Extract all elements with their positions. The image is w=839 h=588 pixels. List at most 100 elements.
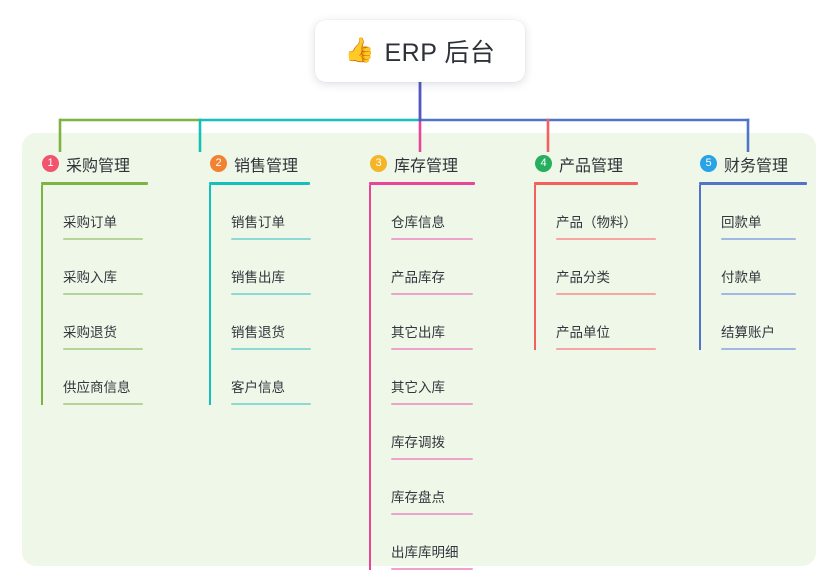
branch-badge-1: 1 <box>42 155 59 172</box>
leaf-item-rule <box>231 348 311 350</box>
leaf-item-rule <box>391 403 473 405</box>
root-node[interactable]: 👍 ERP 后台 <box>315 20 525 82</box>
leaf-item-rule <box>556 293 656 295</box>
branch-title-1: 采购管理 <box>66 157 131 175</box>
branch-spine-1 <box>41 185 43 405</box>
leaf-item-rule <box>63 293 143 295</box>
leaf-item-label: 出库库明细 <box>391 545 459 560</box>
leaf-item-rule <box>63 238 143 240</box>
leaf-item-label: 销售退货 <box>231 325 285 340</box>
branch-header-1[interactable]: 1 采购管理 <box>22 145 190 182</box>
branch-badge-3: 3 <box>370 155 387 172</box>
leaf-item[interactable]: 采购退货 <box>41 295 190 350</box>
branch-column-5: 5 财务管理回款单付款单结算账户 <box>680 145 816 350</box>
leaf-item[interactable]: 结算账户 <box>699 295 816 350</box>
leaf-item[interactable]: 产品分类 <box>534 240 680 295</box>
branch-spine-2 <box>209 185 211 405</box>
leaf-item[interactable]: 销售出库 <box>209 240 350 295</box>
leaf-item[interactable]: 其它入库 <box>369 350 515 405</box>
leaf-item[interactable]: 出库库明细 <box>369 515 515 570</box>
leaf-item-label: 产品分类 <box>556 270 610 285</box>
branch-body-1: 采购订单采购入库采购退货供应商信息 <box>41 185 190 405</box>
leaf-item-label: 供应商信息 <box>63 380 131 395</box>
leaf-item-rule <box>63 403 143 405</box>
leaf-item-rule <box>231 403 311 405</box>
leaf-item-rule <box>391 293 473 295</box>
leaf-item-label: 付款单 <box>721 270 762 285</box>
branch-header-2[interactable]: 2 销售管理 <box>190 145 350 182</box>
leaf-item[interactable]: 产品库存 <box>369 240 515 295</box>
branch-title-2: 销售管理 <box>234 157 299 175</box>
branch-column-2: 2 销售管理销售订单销售出库销售退货客户信息 <box>190 145 350 405</box>
leaf-item[interactable]: 销售退货 <box>209 295 350 350</box>
leaf-item-label: 销售出库 <box>231 270 285 285</box>
branch-header-rule-5 <box>699 182 807 185</box>
leaf-item[interactable]: 客户信息 <box>209 350 350 405</box>
branch-badge-5: 5 <box>700 155 717 172</box>
branch-spine-4 <box>534 185 536 350</box>
branch-badge-4: 4 <box>535 155 552 172</box>
leaf-item[interactable]: 产品单位 <box>534 295 680 350</box>
leaf-item-label: 产品库存 <box>391 270 445 285</box>
leaf-item-label: 客户信息 <box>231 380 285 395</box>
leaf-item-rule <box>556 348 656 350</box>
branch-spine-5 <box>699 185 701 350</box>
leaf-item-label: 产品（物料） <box>556 215 637 230</box>
leaf-item-label: 回款单 <box>721 215 762 230</box>
leaf-item[interactable]: 付款单 <box>699 240 816 295</box>
leaf-item-rule <box>391 568 473 570</box>
leaf-item-label: 库存盘点 <box>391 490 445 505</box>
branch-header-rule-2 <box>209 182 310 185</box>
leaf-item-label: 采购入库 <box>63 270 117 285</box>
leaf-item-label: 采购订单 <box>63 215 117 230</box>
leaf-item[interactable]: 采购订单 <box>41 185 190 240</box>
branch-body-5: 回款单付款单结算账户 <box>699 185 816 350</box>
leaf-item-label: 库存调拨 <box>391 435 445 450</box>
leaf-item-label: 结算账户 <box>721 325 775 340</box>
branch-header-rule-4 <box>534 182 638 185</box>
leaf-item-label: 采购退货 <box>63 325 117 340</box>
leaf-item-rule <box>231 238 311 240</box>
leaf-item[interactable]: 供应商信息 <box>41 350 190 405</box>
branch-body-4: 产品（物料） 产品分类产品单位 <box>534 185 680 350</box>
thumbs-up-icon: 👍 <box>344 37 375 64</box>
branch-column-4: 4 产品管理产品（物料） 产品分类产品单位 <box>515 145 680 350</box>
leaf-item-label: 其它出库 <box>391 325 445 340</box>
branch-body-3: 仓库信息产品库存其它出库其它入库库存调拨库存盘点出库库明细 <box>369 185 515 570</box>
leaf-item-rule <box>721 293 796 295</box>
leaf-item-rule <box>721 238 796 240</box>
leaf-item-label: 产品单位 <box>556 325 610 340</box>
leaf-item-rule <box>556 238 656 240</box>
leaf-item-label: 销售订单 <box>231 215 285 230</box>
branch-header-rule-1 <box>41 182 148 185</box>
leaf-item-label: 其它入库 <box>391 380 445 395</box>
branch-header-rule-3 <box>369 182 475 185</box>
leaf-item[interactable]: 采购入库 <box>41 240 190 295</box>
branch-title-5: 财务管理 <box>724 157 789 175</box>
leaf-item-rule <box>391 513 473 515</box>
leaf-item-rule <box>231 293 311 295</box>
leaf-item-rule <box>721 348 796 350</box>
leaf-item[interactable]: 其它出库 <box>369 295 515 350</box>
branch-body-2: 销售订单销售出库销售退货客户信息 <box>209 185 350 405</box>
branch-columns: 1 采购管理采购订单采购入库采购退货供应商信息 2 销售管理销售订单销售出库销售退货客… <box>22 133 816 570</box>
branch-title-3: 库存管理 <box>394 157 459 175</box>
leaf-item-label: 仓库信息 <box>391 215 445 230</box>
leaf-item[interactable]: 库存盘点 <box>369 460 515 515</box>
leaf-item-rule <box>391 348 473 350</box>
leaf-item[interactable]: 库存调拨 <box>369 405 515 460</box>
leaf-item[interactable]: 销售订单 <box>209 185 350 240</box>
branch-column-3: 3 库存管理仓库信息产品库存其它出库其它入库库存调拨库存盘点出库库明细 <box>350 145 515 570</box>
leaf-item-rule <box>63 348 143 350</box>
branch-header-4[interactable]: 4 产品管理 <box>515 145 680 182</box>
root-title: ERP 后台 <box>384 39 496 67</box>
branch-title-4: 产品管理 <box>559 157 624 175</box>
branch-header-3[interactable]: 3 库存管理 <box>350 145 515 182</box>
leaf-item[interactable]: 产品（物料） <box>534 185 680 240</box>
leaf-item[interactable]: 仓库信息 <box>369 185 515 240</box>
leaf-item[interactable]: 回款单 <box>699 185 816 240</box>
branch-badge-2: 2 <box>210 155 227 172</box>
leaf-item-rule <box>391 458 473 460</box>
branch-header-5[interactable]: 5 财务管理 <box>680 145 816 182</box>
